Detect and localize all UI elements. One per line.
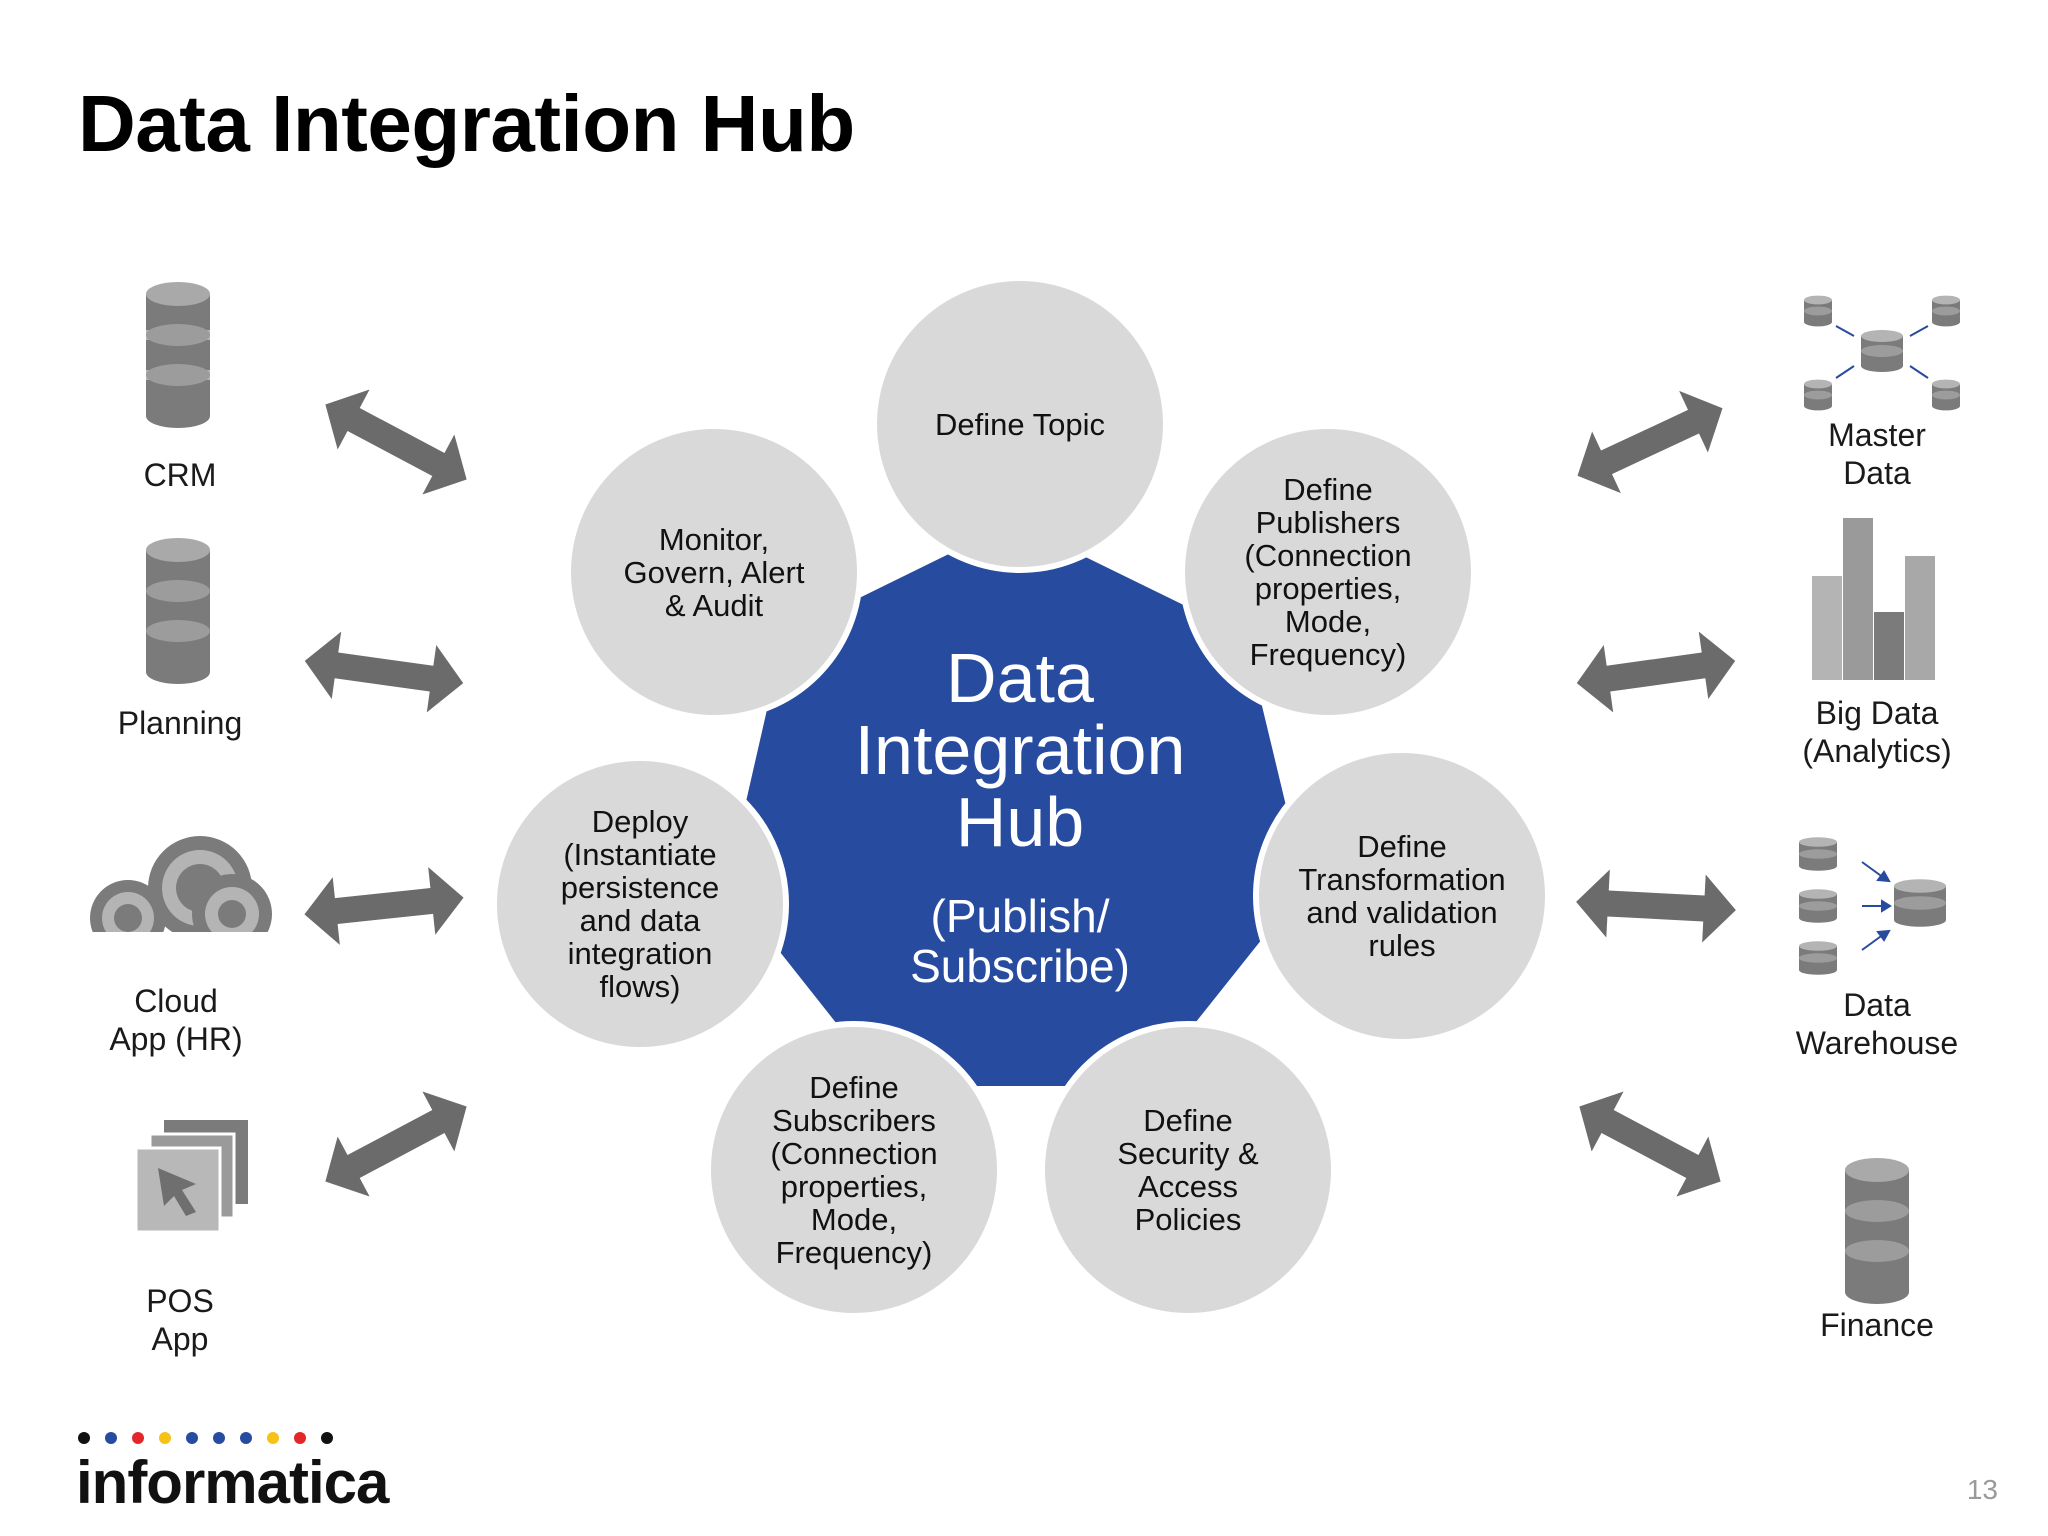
step-circle-transformation <box>1253 747 1551 1045</box>
logo-dots <box>78 1432 388 1444</box>
step-circle-topic <box>871 275 1169 573</box>
step-circle-security <box>1039 1021 1337 1319</box>
data-warehouse-icon <box>1799 837 1946 975</box>
logo-dot <box>159 1432 171 1444</box>
warehouse-source-icon <box>1799 837 1837 871</box>
bar-chart-icon <box>1812 518 1935 680</box>
logo-dot <box>240 1432 252 1444</box>
logo-dot <box>105 1432 117 1444</box>
step-circle-subscribers <box>705 1021 1003 1319</box>
logo-dot <box>321 1432 333 1444</box>
finance-database-icon <box>1845 1158 1909 1304</box>
app-window-icon <box>134 1120 248 1234</box>
master-data-icon <box>1804 295 1960 411</box>
slide-title: Data Integration Hub <box>78 79 855 168</box>
step-monitor: Monitor, Govern, Alert & Audit <box>623 521 805 623</box>
hub-title: Data Integration Hub <box>854 639 1186 861</box>
system-label-cloud-app: Cloud App (HR) <box>109 983 243 1057</box>
hub-subtitle: (Publish/ Subscribe) <box>910 890 1130 992</box>
logo-wordmark: informatica <box>76 1449 389 1516</box>
page-number: 13 <box>1966 1474 1998 1505</box>
system-label-finance: Finance <box>1820 1307 1934 1343</box>
master-data-node-icon <box>1804 379 1832 411</box>
planning-database-icon <box>146 538 210 684</box>
logo-dot <box>132 1432 144 1444</box>
arrow-finance-icon <box>1579 1091 1721 1197</box>
arrow-pos-app-icon <box>325 1091 467 1197</box>
step-circle-publishers <box>1179 423 1477 721</box>
step-define-subscribers: Define Subscribers (Connection propertie… <box>770 1070 938 1270</box>
arrow-crm-icon <box>325 389 467 495</box>
arrow-big-data-icon <box>1576 631 1736 713</box>
arrow-planning-icon <box>304 631 464 713</box>
system-label-planning: Planning <box>117 705 243 741</box>
logo-dot <box>78 1432 90 1444</box>
warehouse-source-icon <box>1799 889 1837 923</box>
system-label-pos-app: POS App <box>146 1283 214 1357</box>
arrow-cloud-app-icon <box>304 867 464 945</box>
informatica-logo: informatica <box>76 1432 389 1517</box>
step-circle-monitor <box>565 423 863 721</box>
warehouse-source-icon <box>1799 941 1837 975</box>
system-label-master-data: Master Data <box>1828 417 1926 491</box>
warehouse-target-icon <box>1894 879 1946 927</box>
system-label-big-data: Big Data (Analytics) <box>1802 695 1952 769</box>
step-define-transformation: Define Transformation and validation rul… <box>1298 829 1506 963</box>
arrow-data-warehouse-icon <box>1576 869 1736 943</box>
hub-heptagon <box>727 522 1305 1086</box>
step-deploy: Deploy (Instantiate persistence and data… <box>560 804 720 1004</box>
master-data-node-icon <box>1932 379 1960 411</box>
master-data-node-icon <box>1932 295 1960 327</box>
crm-database-icon <box>146 282 210 428</box>
logo-dot <box>213 1432 225 1444</box>
arrow-master-data-icon <box>1577 390 1723 494</box>
step-define-publishers: Define Publishers (Connection properties… <box>1244 472 1412 672</box>
step-define-topic: Define Topic <box>934 406 1106 442</box>
cloud-icon <box>80 836 280 972</box>
system-label-data-warehouse: Data Warehouse <box>1795 987 1959 1061</box>
step-circle-deploy <box>491 755 789 1053</box>
master-data-central-icon <box>1861 330 1903 372</box>
logo-dot <box>267 1432 279 1444</box>
master-data-node-icon <box>1804 295 1832 327</box>
step-define-security: Define Security & Access Policies <box>1117 1103 1259 1237</box>
system-label-crm: CRM <box>143 457 217 493</box>
logo-dot <box>294 1432 306 1444</box>
logo-dot <box>186 1432 198 1444</box>
